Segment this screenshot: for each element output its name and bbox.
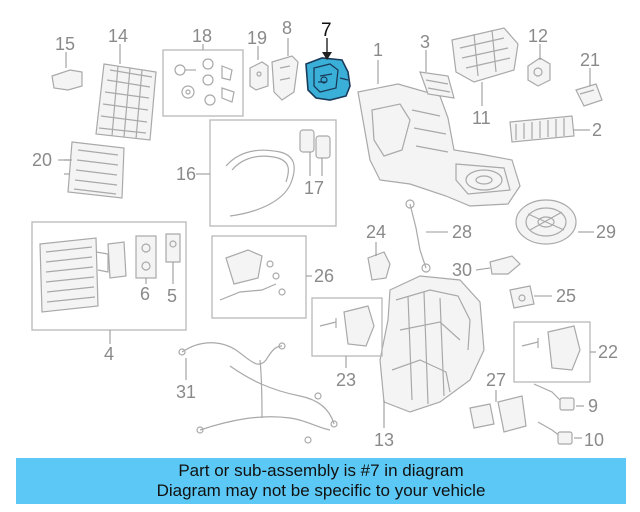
part-1 <box>357 83 521 207</box>
callout-26: 26 <box>314 266 334 286</box>
callout-7-highlighted: 7 <box>321 20 332 41</box>
box-part-18 <box>162 49 244 117</box>
part-27 <box>469 395 527 433</box>
part-18-fasteners <box>174 58 235 106</box>
part-22 <box>521 325 581 371</box>
part-21 <box>575 83 603 107</box>
callout-28: 28 <box>452 222 472 242</box>
part-25 <box>509 285 535 309</box>
part-14 <box>95 63 157 141</box>
callout-29: 29 <box>596 222 616 242</box>
callout-16: 16 <box>176 164 196 184</box>
callout-12: 12 <box>528 26 548 46</box>
callout-23: 23 <box>336 370 356 390</box>
part-3 <box>419 71 455 99</box>
part-23 <box>319 305 375 347</box>
part-26 <box>219 249 286 301</box>
callout-2: 2 <box>592 120 602 140</box>
banner-line-1: Part or sub-assembly is #7 in diagram <box>178 461 464 480</box>
banner-line-2: Diagram may not be specific to your vehi… <box>156 481 486 500</box>
part-28 <box>405 199 431 273</box>
parts-diagram: 15 14 18 19 8 7 1 3 12 21 11 2 20 16 17 … <box>31 18 618 450</box>
callout-3: 3 <box>420 32 430 52</box>
callout-4: 4 <box>104 344 114 364</box>
box-part-16-17 <box>209 119 337 227</box>
callout-20: 20 <box>32 150 52 170</box>
callout-1: 1 <box>373 40 383 60</box>
callout-13: 13 <box>374 430 394 450</box>
part-20 <box>64 141 125 199</box>
part-6 <box>107 235 157 279</box>
callout-19: 19 <box>247 28 267 48</box>
part-13-housing <box>379 275 485 413</box>
callout-25: 25 <box>556 286 576 306</box>
part-12 <box>527 57 551 87</box>
part-4-heater-core <box>39 237 109 313</box>
box-part-23 <box>311 297 383 357</box>
callout-8: 8 <box>282 18 292 38</box>
part-24 <box>367 251 391 281</box>
box-part-4-5-6 <box>31 221 187 331</box>
callout-14: 14 <box>108 26 128 46</box>
callout-22: 22 <box>598 342 618 362</box>
part-5 <box>165 233 181 263</box>
part-29 <box>515 199 577 245</box>
callout-11: 11 <box>472 108 491 128</box>
part-31 <box>178 342 338 444</box>
callout-21: 21 <box>580 50 600 70</box>
callout-5: 5 <box>167 286 177 306</box>
callout-31: 31 <box>176 382 196 402</box>
part-2 <box>509 115 575 143</box>
callout-18: 18 <box>192 26 212 46</box>
callout-30: 30 <box>452 260 472 280</box>
part-7-highlighted[interactable] <box>305 57 351 101</box>
part-8 <box>271 55 299 101</box>
part-16-17-hoses <box>225 129 331 217</box>
callout-27: 27 <box>486 370 506 390</box>
callout-17: 17 <box>304 178 324 198</box>
part-11 <box>451 27 519 83</box>
part-30 <box>489 255 521 275</box>
info-banner: Part or sub-assembly is #7 in diagram Di… <box>16 458 626 504</box>
callout-9: 9 <box>588 396 598 416</box>
callout-10: 10 <box>584 430 604 450</box>
box-part-26 <box>211 235 307 319</box>
callout-24: 24 <box>366 222 386 242</box>
part-19 <box>249 61 269 91</box>
part-9 <box>533 383 575 411</box>
part-10 <box>537 421 573 445</box>
callout-15: 15 <box>55 34 75 54</box>
callout-6: 6 <box>140 284 150 304</box>
part-15 <box>51 69 83 91</box>
